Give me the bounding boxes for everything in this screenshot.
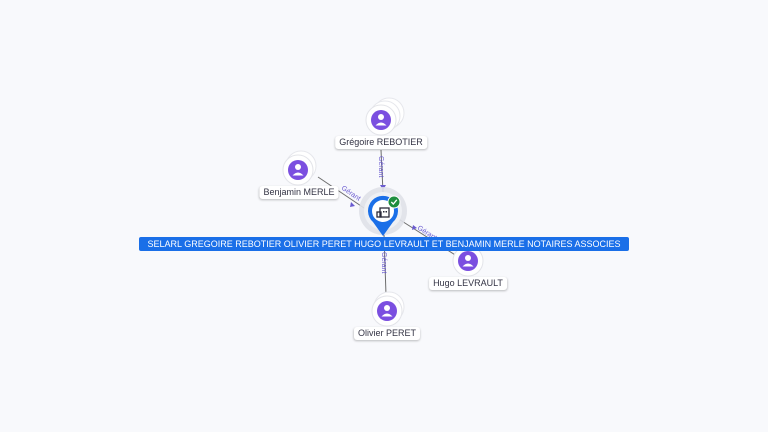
edge-label-gregoire-rebotier: Gérant: [377, 156, 384, 177]
edge-label-olivier-peret: Gérant: [380, 252, 387, 273]
person-name-benjamin-merle[interactable]: Benjamin MERLE: [259, 186, 339, 199]
person-name-olivier-peret[interactable]: Olivier PERET: [353, 327, 421, 340]
building-icon: [376, 207, 390, 218]
person-icon: [458, 251, 478, 271]
person-node-benjamin-merle[interactable]: [282, 150, 317, 186]
arrow-benjamin-merle: [350, 202, 355, 207]
person-icon: [377, 301, 397, 321]
person-node-gregoire-rebotier[interactable]: [365, 97, 405, 136]
company-node[interactable]: [359, 187, 407, 236]
company-name-label[interactable]: SELARL GREGOIRE REBOTIER OLIVIER PERET H…: [139, 237, 629, 251]
arrow-hugo-levrault: [412, 225, 417, 230]
person-node-olivier-peret[interactable]: [371, 291, 405, 327]
check-badge-icon: [387, 195, 401, 209]
person-icon: [371, 110, 391, 130]
person-name-gregoire-rebotier[interactable]: Grégoire REBOTIER: [335, 136, 427, 149]
person-name-hugo-levrault[interactable]: Hugo LEVRAULT: [429, 277, 507, 290]
person-icon: [288, 160, 308, 180]
